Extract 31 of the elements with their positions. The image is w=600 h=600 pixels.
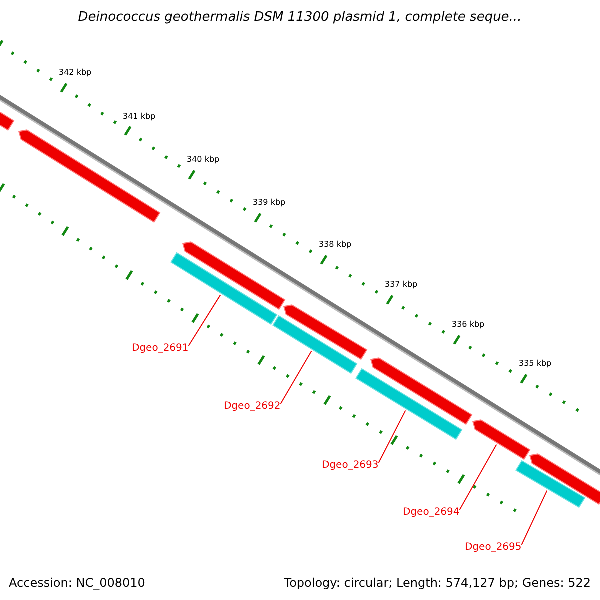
gene-label: Dgeo_2692 [224,401,281,412]
scale-label: 338 kbp [319,240,352,249]
sequence-info-text: Topology: circular; Length: 574,127 bp; Genes: 522 [284,576,591,590]
gene-feature-bar [182,242,286,310]
gene-feature-bar [18,130,161,223]
gene-bar [356,368,463,440]
scale-label: 339 kbp [253,198,286,207]
scale-label: 337 kbp [385,280,418,289]
scale-label: 341 kbp [123,112,156,121]
accession-text: Accession: NC_008010 [9,576,146,590]
scale-label: 340 kbp [187,155,220,164]
leader-line [280,350,312,404]
scale-label: 335 kbp [519,359,552,368]
gene-feature-bar [283,304,368,360]
leader-line [521,490,548,546]
gene-bar [272,315,358,374]
gene-label: Dgeo_2694 [403,507,460,518]
gene-label: Dgeo_2695 [465,542,522,553]
leader-line [188,294,222,346]
gene-bar [516,460,586,508]
gene-label: Dgeo_2691 [132,343,189,354]
leader-line [459,444,498,510]
gene-label: Dgeo_2693 [322,460,379,471]
gene-feature-bar [370,358,473,426]
gene-bar [170,252,278,326]
title: Deinococcus geothermalis DSM 11300 plasmid 1, complete seque... [77,10,523,25]
gene-feature-bar [472,420,531,460]
gene-feature-bar [529,454,600,506]
leader-line [378,410,406,464]
scale-label: 342 kbp [59,68,92,77]
scale-label: 336 kbp [452,320,485,329]
